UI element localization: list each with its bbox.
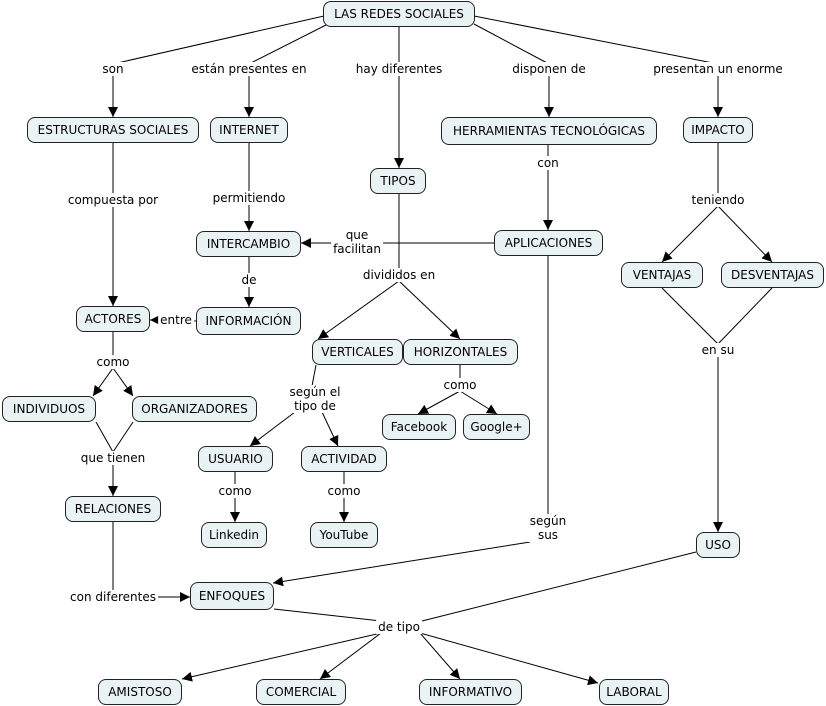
connector-arrow <box>459 390 498 415</box>
concept-intercambio[interactable]: INTERCAMBIO <box>196 231 301 257</box>
link-con: con <box>535 156 561 170</box>
link-que-tienen: que tienen <box>78 451 148 465</box>
concept-usuario[interactable]: USUARIO <box>198 446 273 472</box>
link-permitiendo: permitiendo <box>210 191 288 205</box>
concept-impacto[interactable]: IMPACTO <box>683 117 753 143</box>
connector-arrow <box>321 411 339 447</box>
connector-line <box>112 15 325 65</box>
concept-desventajas[interactable]: DESVENTAJAS <box>721 262 824 288</box>
connector-arrow <box>272 541 531 587</box>
concept-laboral[interactable]: LABORAL <box>599 679 669 705</box>
link-presentan: presentan un enorme <box>651 62 785 76</box>
concept-comercial[interactable]: COMERCIAL <box>256 679 346 705</box>
link-teniendo: teniendo <box>689 193 747 207</box>
link-en-su: en su <box>699 343 737 357</box>
concept-estructuras-sociales[interactable]: ESTRUCTURAS SOCIALES <box>27 117 199 143</box>
link-presentes: están presentes en <box>189 62 309 76</box>
concept-googleplus[interactable]: Google+ <box>463 414 530 440</box>
link-compuesta: compuesta por <box>65 193 161 207</box>
concept-actores[interactable]: ACTORES <box>76 306 150 332</box>
concept-uso[interactable]: USO <box>696 532 740 558</box>
link-como-actividad: como <box>325 484 363 498</box>
link-como-horizontales: como <box>441 378 479 392</box>
link-hay-diferentes: hay diferentes <box>353 62 445 76</box>
concept-aplicaciones[interactable]: APLICACIONES <box>494 230 603 256</box>
concept-herramientas[interactable]: HERRAMIENTAS TECNOLÓGICAS <box>441 117 657 145</box>
link-de: de <box>239 273 259 287</box>
connector-line <box>661 287 719 345</box>
link-como-usuario: como <box>216 484 254 498</box>
connector-arrow <box>112 367 134 397</box>
link-como-actores: como <box>94 355 132 369</box>
connector-line <box>112 421 134 453</box>
connector-line <box>248 23 329 65</box>
concept-amistoso[interactable]: AMISTOSO <box>98 679 182 705</box>
concept-organizadores[interactable]: ORGANIZADORES <box>132 396 257 422</box>
connector-arrow <box>717 205 773 263</box>
concept-enfoques[interactable]: ENFOQUES <box>190 582 274 610</box>
concept-informativo[interactable]: INFORMATIVO <box>419 679 522 705</box>
connector-line <box>273 608 382 622</box>
concept-linkedin[interactable]: Linkedin <box>201 522 267 548</box>
connector-line <box>95 421 114 453</box>
concept-horizontales[interactable]: HORIZONTALES <box>403 339 518 365</box>
connector-arrow <box>417 390 461 415</box>
link-con-diferentes: con diferentes <box>68 590 158 604</box>
connector-line <box>311 364 317 387</box>
concept-individuos[interactable]: INDIVIDUOS <box>2 396 96 422</box>
connector-arrow <box>317 280 400 340</box>
connector-line <box>473 23 550 65</box>
connector-arrow <box>661 205 719 263</box>
concept-tipos[interactable]: TIPOS <box>370 168 426 194</box>
link-segun-tipo: según el tipo de <box>287 385 343 413</box>
connector-arrow <box>92 367 114 397</box>
concept-ventajas[interactable]: VENTAJAS <box>621 262 703 288</box>
link-disponen: disponen de <box>510 62 588 76</box>
concept-youtube[interactable]: YouTube <box>310 522 378 548</box>
concept-informacion[interactable]: INFORMACIÓN <box>196 307 301 335</box>
connector-arrow <box>398 280 461 340</box>
concept-relaciones[interactable]: RELACIONES <box>65 496 161 522</box>
connector-line <box>717 287 773 345</box>
connector-arrow <box>249 411 296 447</box>
concept-internet[interactable]: INTERNET <box>210 117 288 143</box>
concept-actividad[interactable]: ACTIVIDAD <box>301 446 387 472</box>
connector-arrow <box>419 632 461 680</box>
concept-root[interactable]: LAS REDES SOCIALES <box>323 1 475 27</box>
connector-arrow <box>419 632 599 686</box>
link-de-tipo: de tipo <box>376 620 422 634</box>
concept-verticales[interactable]: VERTICALES <box>312 339 403 365</box>
link-entre: entre <box>158 313 194 327</box>
concept-facebook[interactable]: Facebook <box>382 414 456 440</box>
link-son: son <box>100 62 126 76</box>
connector-line <box>421 551 697 622</box>
link-divididos: divididos en <box>360 268 438 282</box>
connector-line <box>473 15 719 65</box>
connector-arrow <box>319 632 382 680</box>
link-segun-sus: según sus <box>527 514 569 542</box>
link-que-facilitan: que facilitan <box>331 228 383 256</box>
connector-arrow <box>181 632 382 682</box>
